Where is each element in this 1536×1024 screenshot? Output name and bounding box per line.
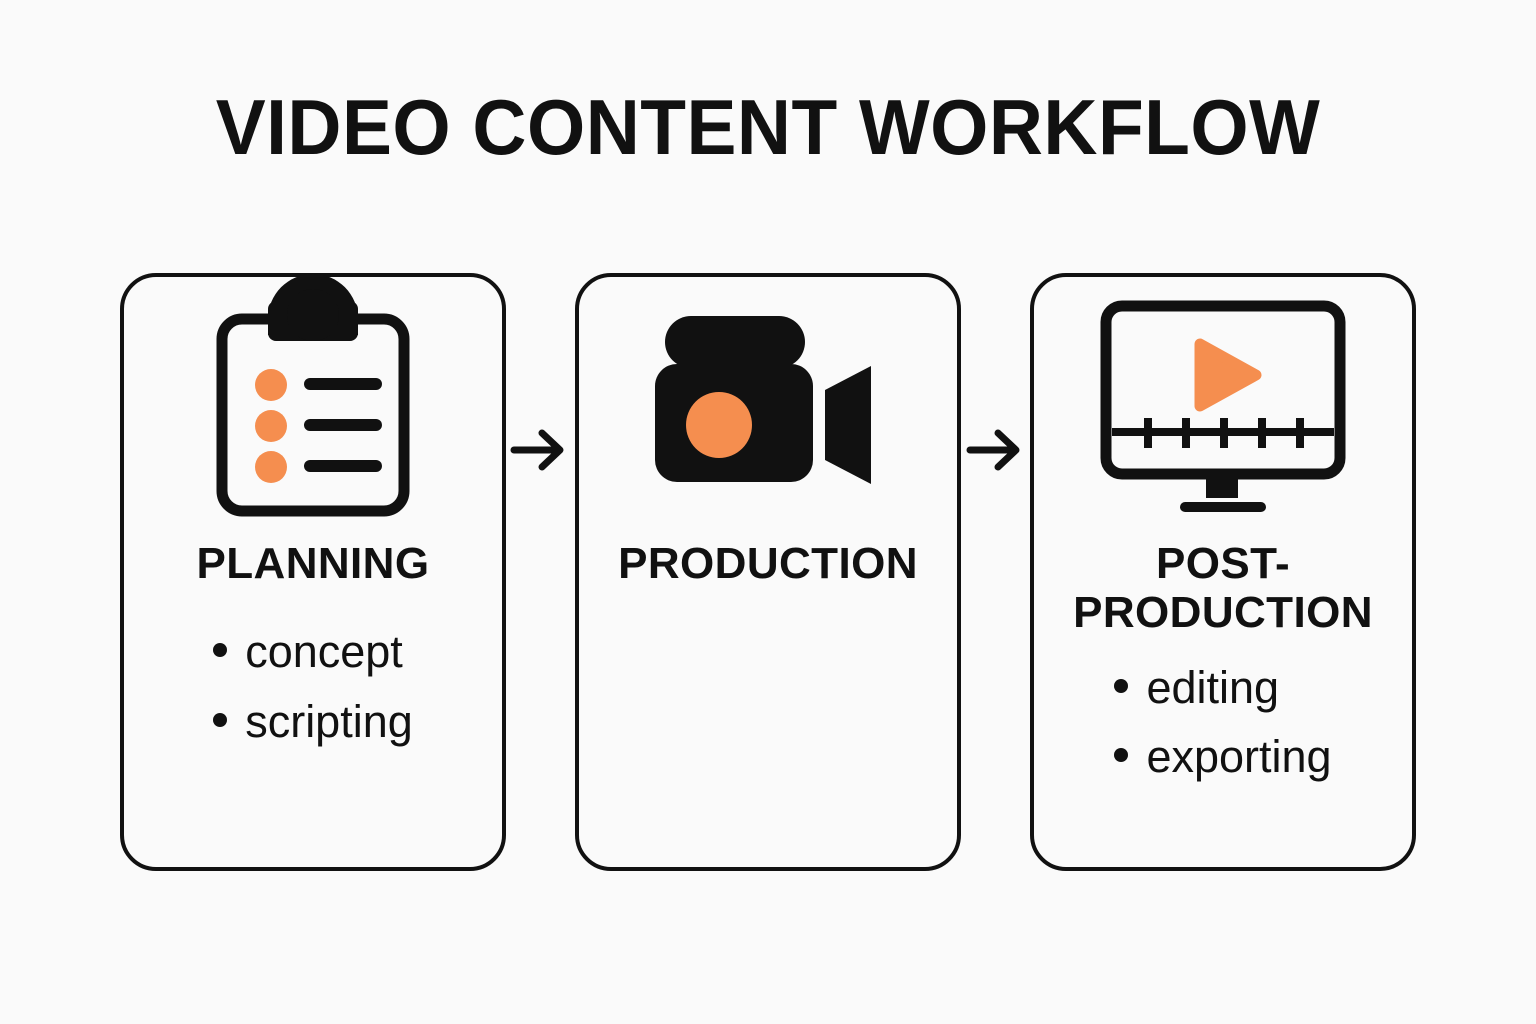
bullet-label: editing [1146,661,1280,713]
step-bullets-planning: concept scripting [213,628,413,745]
step-heading-production: PRODUCTION [618,539,918,588]
bullet-label: concept [245,626,403,678]
step-card-planning[interactable]: PLANNING concept scripting [120,273,506,871]
list-item: concept [213,626,413,678]
video-camera-icon [579,283,957,533]
bullet-dot-icon [213,643,228,658]
bullet-dot-icon [1114,678,1129,693]
step-heading-planning: PLANNING [196,539,430,588]
arrow-right-icon [510,425,568,475]
bullet-dot-icon [1114,747,1129,762]
page-title: VIDEO CONTENT WORKFLOW [215,83,1321,171]
workflow-steps: PLANNING concept scripting [120,273,1416,871]
step-heading-post-production: POST-PRODUCTION [1073,539,1373,638]
monitor-play-timeline-icon [1034,283,1412,533]
bullet-label: exporting [1146,730,1332,782]
step-card-post-production[interactable]: POST-PRODUCTION editing exporting [1030,273,1416,871]
list-item: exporting [1114,730,1332,782]
clipboard-checklist-icon [124,274,502,533]
list-item: scripting [213,695,413,747]
bullet-dot-icon [213,712,228,727]
step-card-production[interactable]: PRODUCTION [575,273,961,871]
arrow-right-icon [966,425,1024,475]
bullet-label: scripting [245,695,413,747]
step-bullets-post-production: editing exporting [1114,661,1332,782]
list-item: editing [1114,661,1331,713]
